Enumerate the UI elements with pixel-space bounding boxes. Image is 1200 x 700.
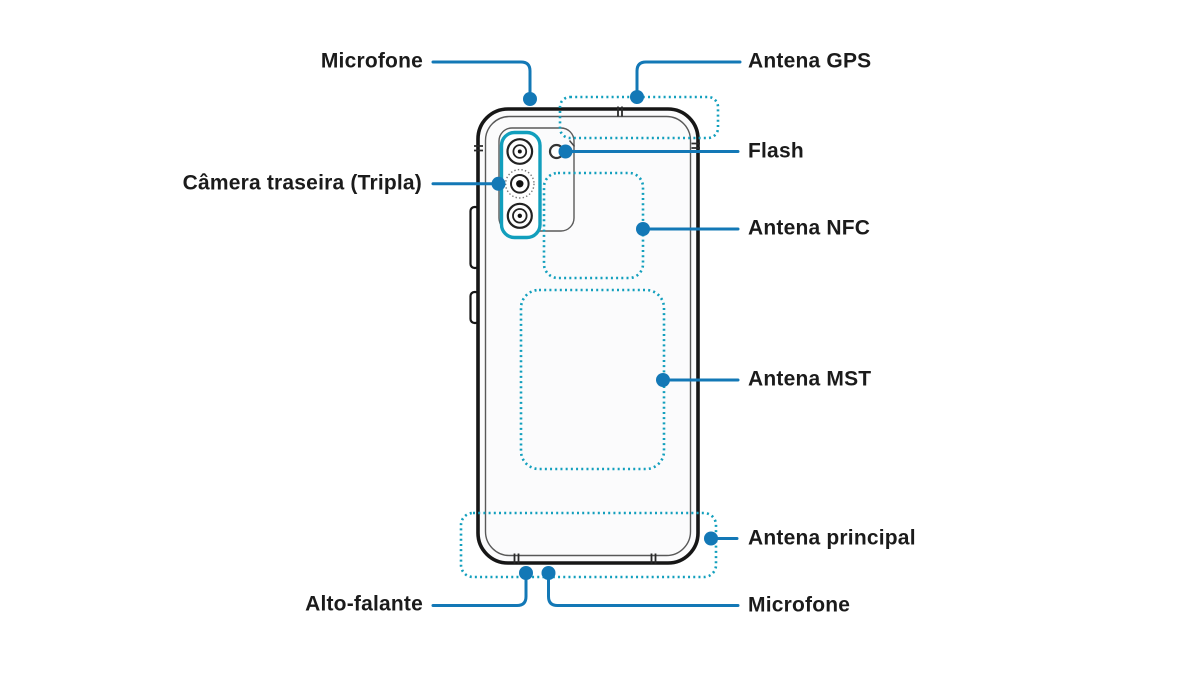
label-speaker: Alto-falante <box>305 592 423 616</box>
label-microphone-bottom: Microfone <box>748 593 851 617</box>
leader-line-microphone-top <box>431 60 532 94</box>
left-antenna-tick <box>474 145 483 152</box>
bump-gloss-mark-right <box>568 140 576 147</box>
marker-dot-nfc-antenna <box>636 222 650 236</box>
leader-line-speaker <box>431 577 528 607</box>
bottom-antenna-tick <box>513 553 657 564</box>
marker-dot-speaker <box>519 566 533 580</box>
label-nfc-antenna: Antena NFC <box>748 216 871 240</box>
label-flash: Flash <box>748 139 804 163</box>
marker-dot-main-antenna <box>704 531 718 546</box>
label-mst-antenna: Antena MST <box>748 367 872 391</box>
marker-dot-flash <box>558 144 573 159</box>
top-antenna-tick <box>617 106 623 117</box>
label-rear-camera: Câmera traseira (Tripla) <box>182 171 422 195</box>
main-antenna-region <box>459 511 718 579</box>
label-main-antenna: Antena principal <box>748 526 916 550</box>
marker-dot-rear-camera <box>491 176 506 191</box>
marker-dot-gps-antenna <box>630 90 644 104</box>
camera-lens-middle <box>504 168 535 199</box>
label-microphone-top: Microfone <box>320 49 423 73</box>
camera-lens-bottom <box>506 202 533 229</box>
leader-line-microphone-bottom <box>547 576 740 607</box>
right-antenna-tick <box>691 142 700 149</box>
phone-inner-outline <box>484 115 692 557</box>
marker-dot-microphone-bottom <box>541 566 556 580</box>
mst-antenna-region <box>519 288 666 471</box>
label-gps-antenna: Antena GPS <box>748 49 872 73</box>
leader-line-gps-antenna <box>635 60 742 92</box>
camera-lens-top <box>506 138 534 165</box>
marker-dot-mst-antenna <box>656 373 670 387</box>
marker-dot-microphone-top <box>523 92 537 106</box>
